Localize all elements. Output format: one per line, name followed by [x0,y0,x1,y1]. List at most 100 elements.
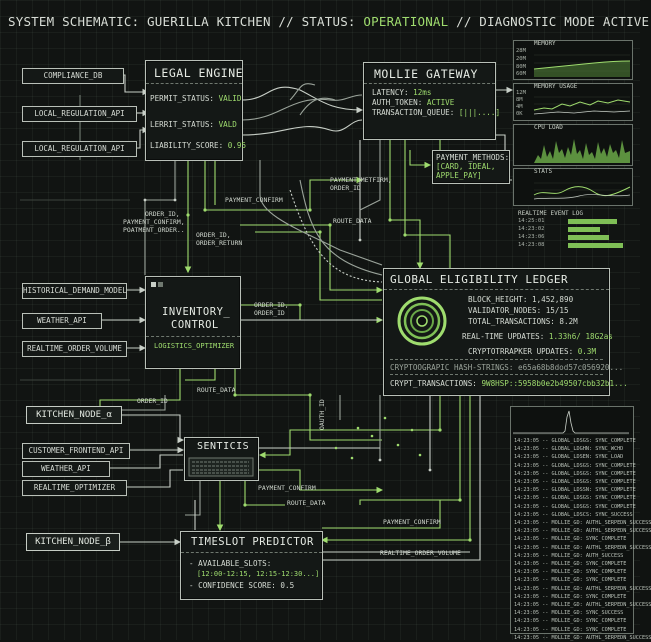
payment-methods-box: PAYMENT_METHODS: [CARD, IDEAL, APPLE_PAY… [432,150,510,184]
edge-payment-confirm-2: PAYMENT_CONFIRM [258,484,316,492]
realtime-updates: REAL-TIME UPDATES: 1.33h6/ 18G2as [462,332,613,341]
source-weather-api-1[interactable]: WEATHER_API [22,313,102,329]
legal-engine-node[interactable]: LEGAL ENGINE PERMIT_STATUS: VALID LERRIT… [145,60,247,161]
block-height: BLOCK_HEIGHT: 1,452,890 [468,295,574,304]
log-line: 14:23:05 -- MOLLIE_GD: SYNC_COMPLETE [514,577,627,584]
memory-tick: 20M [516,56,526,62]
kitchen-node-alpha[interactable]: KITCHEN_NODE_α [26,406,122,424]
log-line: 14:23:05 -- MOLLIE_GD: SYNC_COMPLETE [514,626,627,633]
stats-graph [533,182,631,200]
edge-order-stack-3: POATMENT_ORDER.. [123,226,185,234]
log-line: 14:23:05 -- GLOBAL_LDSCS: SYNC_SUCCESS [514,511,633,518]
memory-graph [533,54,631,77]
total-transactions: TOTAL_TRANSACTIONS: 8.2M [468,317,578,326]
status-led-icon [151,282,163,287]
mollie-gateway-node[interactable]: MOLLIE GATEWAY LATENCY: 12ms AUTH_TOKEN:… [363,62,500,140]
available-slots-value: [12:00-12:15, 12:15-12:30...] [197,570,320,578]
log-line: 14:23:05 -- GLOBAL_LDSEN: SYNC_LOAD [514,454,624,461]
edge-payment-method-order: ORDER_ID [330,184,361,192]
memory-tick: 60M [516,71,526,77]
edge-route-data-3: ROUTE_DATA [287,499,326,507]
edge-order-stack-2: PAYMENT_CONFIRM, [123,218,185,226]
stats-panel: STATS [513,168,633,206]
latency: LATENCY: 12ms [372,88,432,97]
log-line: 14:23:05 -- MOLLIE_GD: AUTHL_SERPEDN_SUC… [514,585,651,592]
sentics-title: SENTICIS [197,441,250,452]
edge-payment-confirm-1: PAYMENT_CONFIRM [225,196,283,204]
stats-title: STATS [534,168,553,175]
log-line: 14:23:05 -- GLOBAL_LDSGS: SYNC_COMPLETE [514,495,636,502]
available-slots-label: - AVAILABLE_SLOTS: [189,559,272,568]
inventory-control-node[interactable]: INVENTORY_ CONTROL LOGISTICS_OPTIMIZER [145,276,241,369]
log-line: 14:23:05 -- GLOBAL_LDSGS: SYNC_COMPLETE [514,438,636,444]
log-line: 14:23:05 -- MOLLIE_GD: AUTH_SUCCESS [514,552,624,559]
cpu-load-panel: CPU LOAD [513,124,633,166]
log-line: 14:23:05 -- MOLLIE_GD: AUTHL_SERPEDN_SUC… [514,528,651,535]
log-line: 14:23:05 -- GLOBAL_LDSGS: SYNC_COMPLETE [514,462,636,469]
edge-payment-confirm-3: PAYMENT_CONFIRM [383,518,441,526]
payment-methods-line1: [CARD, IDEAL, [436,162,496,171]
log-line: 14:23:05 -- MOLLIE_GD: AUTHL_SERPEDN_SUC… [514,520,651,527]
source-local-regulation-api-2[interactable]: LOCAL_REGULATION_API [22,141,137,157]
log-activity-graph [513,410,629,435]
memory-title: MEMORY [534,40,556,47]
log-line: 14:23:05 -- MOLLIE_GD: SYNC_SUCCESS [514,610,624,617]
inventory-title-1: INVENTORY_ [162,306,231,318]
global-eligibility-ledger-frame[interactable]: GLOBAL ELIGIBILITY LEDGER BLOCK_HEIGHT: … [383,268,628,396]
edge-route-data-2: ROUTE_DATA [197,386,236,394]
mollie-gateway-title: MOLLIE GATEWAY [374,67,478,81]
event-level-bar [568,227,600,232]
edge-payment-method: PAYMENT_METFIRM, [330,176,392,184]
log-line: 14:23:05 -- MOLLIE_GD: SYNC_COMPLETE [514,569,627,576]
inventory-sub: LOGISTICS_OPTIMIZER [154,342,235,350]
event-bars [568,218,626,250]
liability-score: LIABILITY_SCORE: 0.95 [150,141,247,150]
event-log-panel: REALTIME EVENT LOG 14:25:01 14:23:02 14:… [513,210,633,254]
page-header: SYSTEM SCHEMATIC: GUERILLA KITCHEN // ST… [8,14,649,29]
edge-oauth-id: OAUTH_ID [318,399,326,430]
kitchen-node-beta[interactable]: KITCHEN_NODE_β [26,533,120,551]
permit-status: PERMIT_STATUS: VALID [150,94,242,103]
memory-tick: 28M [516,48,526,54]
edge-route-data-1: ROUTE_DATA [333,217,372,225]
source-local-regulation-api-1[interactable]: LOCAL_REGULATION_API [22,106,137,122]
timeslot-predictor-node[interactable]: TIMESLOT PREDICTOR - AVAILABLE_SLOTS: [1… [180,531,323,600]
edge-realtime-order-volume: REALTIME_ORDER_VOLUME [380,549,461,557]
payment-methods-line2: APPLE_PAY] [436,171,482,180]
edge-order-inv-1: ORDER_ID, [254,301,289,309]
sentics-grid-icon [188,457,254,477]
timeslot-title: TIMESLOT PREDICTOR [191,536,314,548]
inventory-title-2: CONTROL [171,319,219,331]
log-line: 14:23:05 -- MOLLIE_GD: SYNC_COMPLETE [514,536,627,543]
source-realtime-optimizer[interactable]: REALTIME_OPTIMIZER [22,480,127,496]
cpu-load-title: CPU LOAD [534,124,563,131]
log-line: 14:23:05 -- MOLLIE_GD: AUTHL_SERPEDN_SUC… [514,602,651,609]
memory-usage-panel: MEMORY USAGE 12M 8M 4M 0K [513,83,633,121]
ledger-title: GLOBAL ELIGIBILITY LEDGER [390,273,569,286]
source-realtime-order-volume[interactable]: REALTIME_ORDER_VOLUME [22,341,127,357]
ledger-ring-icon [397,296,447,346]
log-line: 14:23:05 -- MOLLIE_GD: SYNC_COMPLETE [514,561,627,568]
event-level-bar [568,235,609,240]
sentics-node[interactable]: SENTICIS [184,437,259,481]
edge-order-return-1: ORDER_ID, [196,231,231,239]
header-status: OPERATIONAL [363,14,449,29]
validator-nodes: VALIDATOR_NODES: 15/15 [468,306,569,315]
crypto-updates: CRYPTOTRRAPKER UPDATES: 0.3M [468,347,597,356]
usage-tick: 12M [516,90,526,96]
event-log-title: REALTIME EVENT LOG [518,210,584,217]
source-customer-frontend-api[interactable]: CUSTOMER_FRONTEND_API [22,443,130,459]
memory-usage-graph [533,96,631,115]
log-line: 14:23:05 -- GLOBAL_LDSGS: SYNC_COMPLETE [514,479,636,486]
source-weather-api-2[interactable]: WEATHER_API [22,461,110,477]
source-historical-demand-model[interactable]: HISTORICAL_DEMAND_MODEL [22,283,127,299]
log-line: 14:23:05 -- GLOBAL_LDSGS: SYNC_COMPLETE [514,470,636,477]
edge-order-return-2: ORDER_RETURN [196,239,243,247]
source-compliance-db[interactable]: COMPLIANCE_DB [22,68,124,84]
auth-token: AUTH_TOKEN: ACTIVE [372,98,455,107]
usage-tick: 8M [516,97,523,103]
log-line: 14:23:05 -- GLOBAL_LDGHN: SYNC_WCHD [514,446,624,453]
log-line: 14:23:05 -- GLOBAL_LDSGS: SYNC_COMPLETE [514,503,636,510]
